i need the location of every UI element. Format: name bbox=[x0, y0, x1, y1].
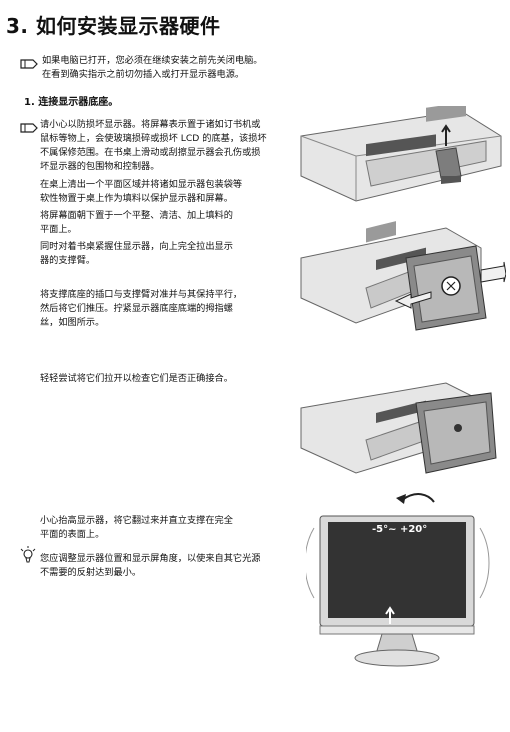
illustration-base-attached bbox=[300, 382, 497, 474]
paragraph-check: 轻轻尝试将它们拉开以检查它们是否正确接合。 bbox=[40, 373, 233, 384]
illustration-pull-arm bbox=[300, 106, 502, 202]
paragraph-face-down: 将屏幕面朝下置于一个平整、清洁、加上填料的 平面上。 bbox=[40, 210, 233, 235]
note-hand-icon bbox=[20, 123, 38, 133]
paragraph-caution: 请小心以防损坏显示器。将屏幕表示置于诸如订书机或 鼠标等物上，会使玻璃损碎或损坏… bbox=[40, 119, 267, 172]
intro-line-1: 如果电脑已打开，您必须在继续安装之前先关闭电脑。 bbox=[42, 55, 263, 66]
tilt-angle-label: -5°~ +20° bbox=[372, 524, 428, 535]
tip-text: 您应调整显示器位置和显示屏角度，以使来自其它光源 不需要的反射达到最小。 bbox=[40, 553, 261, 578]
intro-line-2: 在看到确实指示之前切勿插入或打开显示器电源。 bbox=[42, 69, 245, 80]
paragraph-clear-desk: 在桌上清出一个平面区域并将诸如显示器包装袋等 软性物置于桌上作为填料以保护显示器… bbox=[40, 179, 243, 204]
paragraph-align-base: 将支撑底座的插口与支撑臂对准并与其保持平行， 然后将它们推压。拧紧显示器底座底端… bbox=[40, 289, 243, 328]
page-title: 3. 如何安装显示器硬件 bbox=[6, 14, 221, 38]
paragraph-pull-arm: 同时对着书桌紧握住显示器，向上完全拉出显示 器的支撑臂。 bbox=[40, 241, 233, 266]
note-hand-icon bbox=[20, 59, 38, 69]
illustration-attach-base bbox=[300, 221, 506, 331]
paragraph-lift: 小心抬高显示器，将它翻过来并直立支撑在完全 平面的表面上。 bbox=[40, 515, 233, 540]
lightbulb-tip-icon bbox=[20, 546, 36, 563]
illustration-upright-monitor bbox=[306, 493, 490, 667]
step-heading: 1. 连接显示器底座。 bbox=[24, 97, 119, 108]
